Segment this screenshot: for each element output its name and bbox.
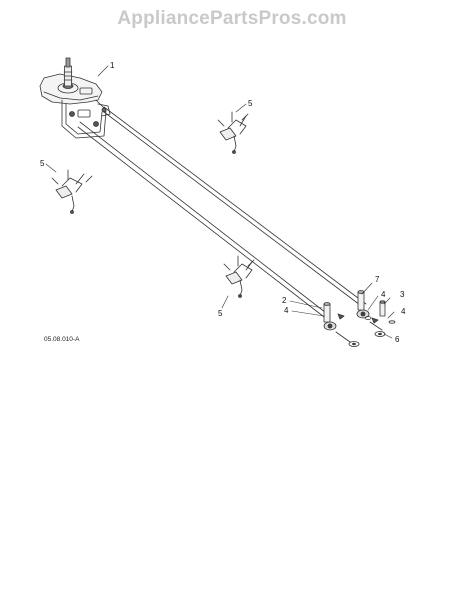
callout-3: 3 [400,290,405,299]
watermark-text: AppliancePartsPros.com [117,8,347,29]
callout-5-top: 5 [248,99,253,108]
callout-6: 6 [395,335,400,344]
callout-5-left: 5 [40,159,45,168]
clip-detail-bottom [223,255,255,298]
callout-7: 7 [375,275,380,284]
diagram-reference: 05.08.010-A [44,336,80,343]
callout-4-left: 4 [284,306,289,315]
pivot-assembly-left [323,302,360,347]
clip-detail-left [51,169,93,214]
callout-1: 1 [110,61,115,70]
callout-4-mid: 4 [381,290,386,299]
callout-4-right: 4 [401,307,406,316]
callout-2: 2 [282,296,287,305]
pivot-assembly-right [356,290,396,337]
callout-5-bottom: 5 [218,309,223,318]
drive-link-lower [77,121,331,321]
leader-lines [45,65,395,339]
gearbox-assembly [39,57,111,139]
drive-link-upper [103,106,367,309]
clip-detail-top [217,111,249,154]
